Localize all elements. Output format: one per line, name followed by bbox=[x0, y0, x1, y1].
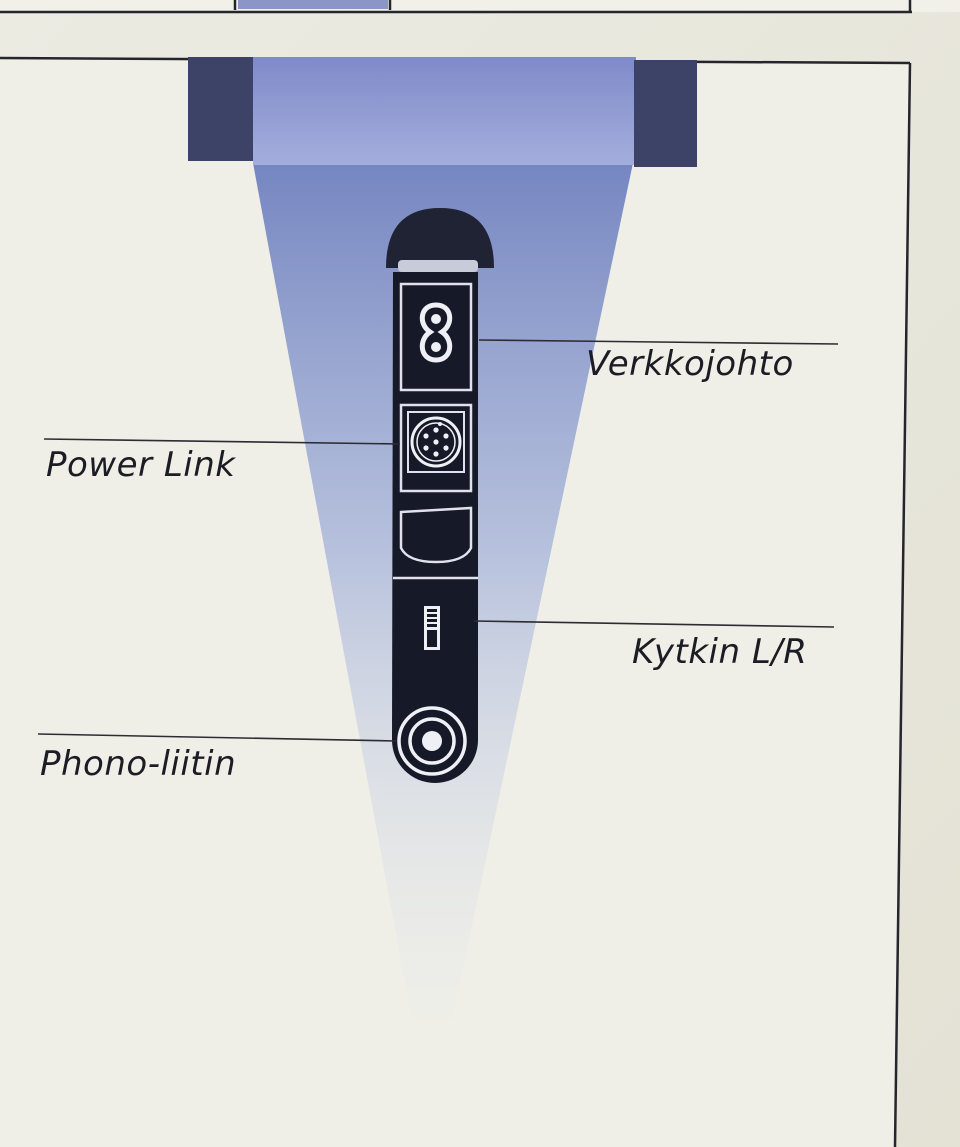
mount-block-right bbox=[634, 60, 697, 167]
lr-switch-icon bbox=[424, 606, 440, 650]
power-link-socket-icon bbox=[399, 403, 473, 493]
label-kytkin: Kytkin L/R bbox=[632, 632, 808, 672]
device-cap-band bbox=[398, 260, 478, 272]
mount-block-center bbox=[253, 57, 636, 165]
cable-compartment-icon bbox=[399, 506, 473, 564]
upper-panel-tab bbox=[238, 0, 388, 9]
label-phono-liitin: Phono-liitin bbox=[40, 744, 237, 784]
leader-line-verkkojohto bbox=[478, 339, 839, 345]
leader-line-power-link bbox=[43, 438, 401, 445]
phono-socket-icon bbox=[397, 706, 467, 776]
label-verkkojohto: Verkkojohto bbox=[586, 344, 794, 384]
mains-socket-icon bbox=[399, 282, 473, 392]
label-power-link: Power Link bbox=[46, 445, 236, 485]
upper-panel-strip bbox=[0, 0, 960, 12]
leader-line-kytkin bbox=[473, 620, 835, 628]
device-cap bbox=[386, 208, 494, 268]
mount-block-left bbox=[188, 57, 254, 161]
leader-line-phono bbox=[37, 733, 397, 742]
device-body bbox=[392, 272, 478, 783]
main-panel-right-border bbox=[893, 62, 912, 1147]
